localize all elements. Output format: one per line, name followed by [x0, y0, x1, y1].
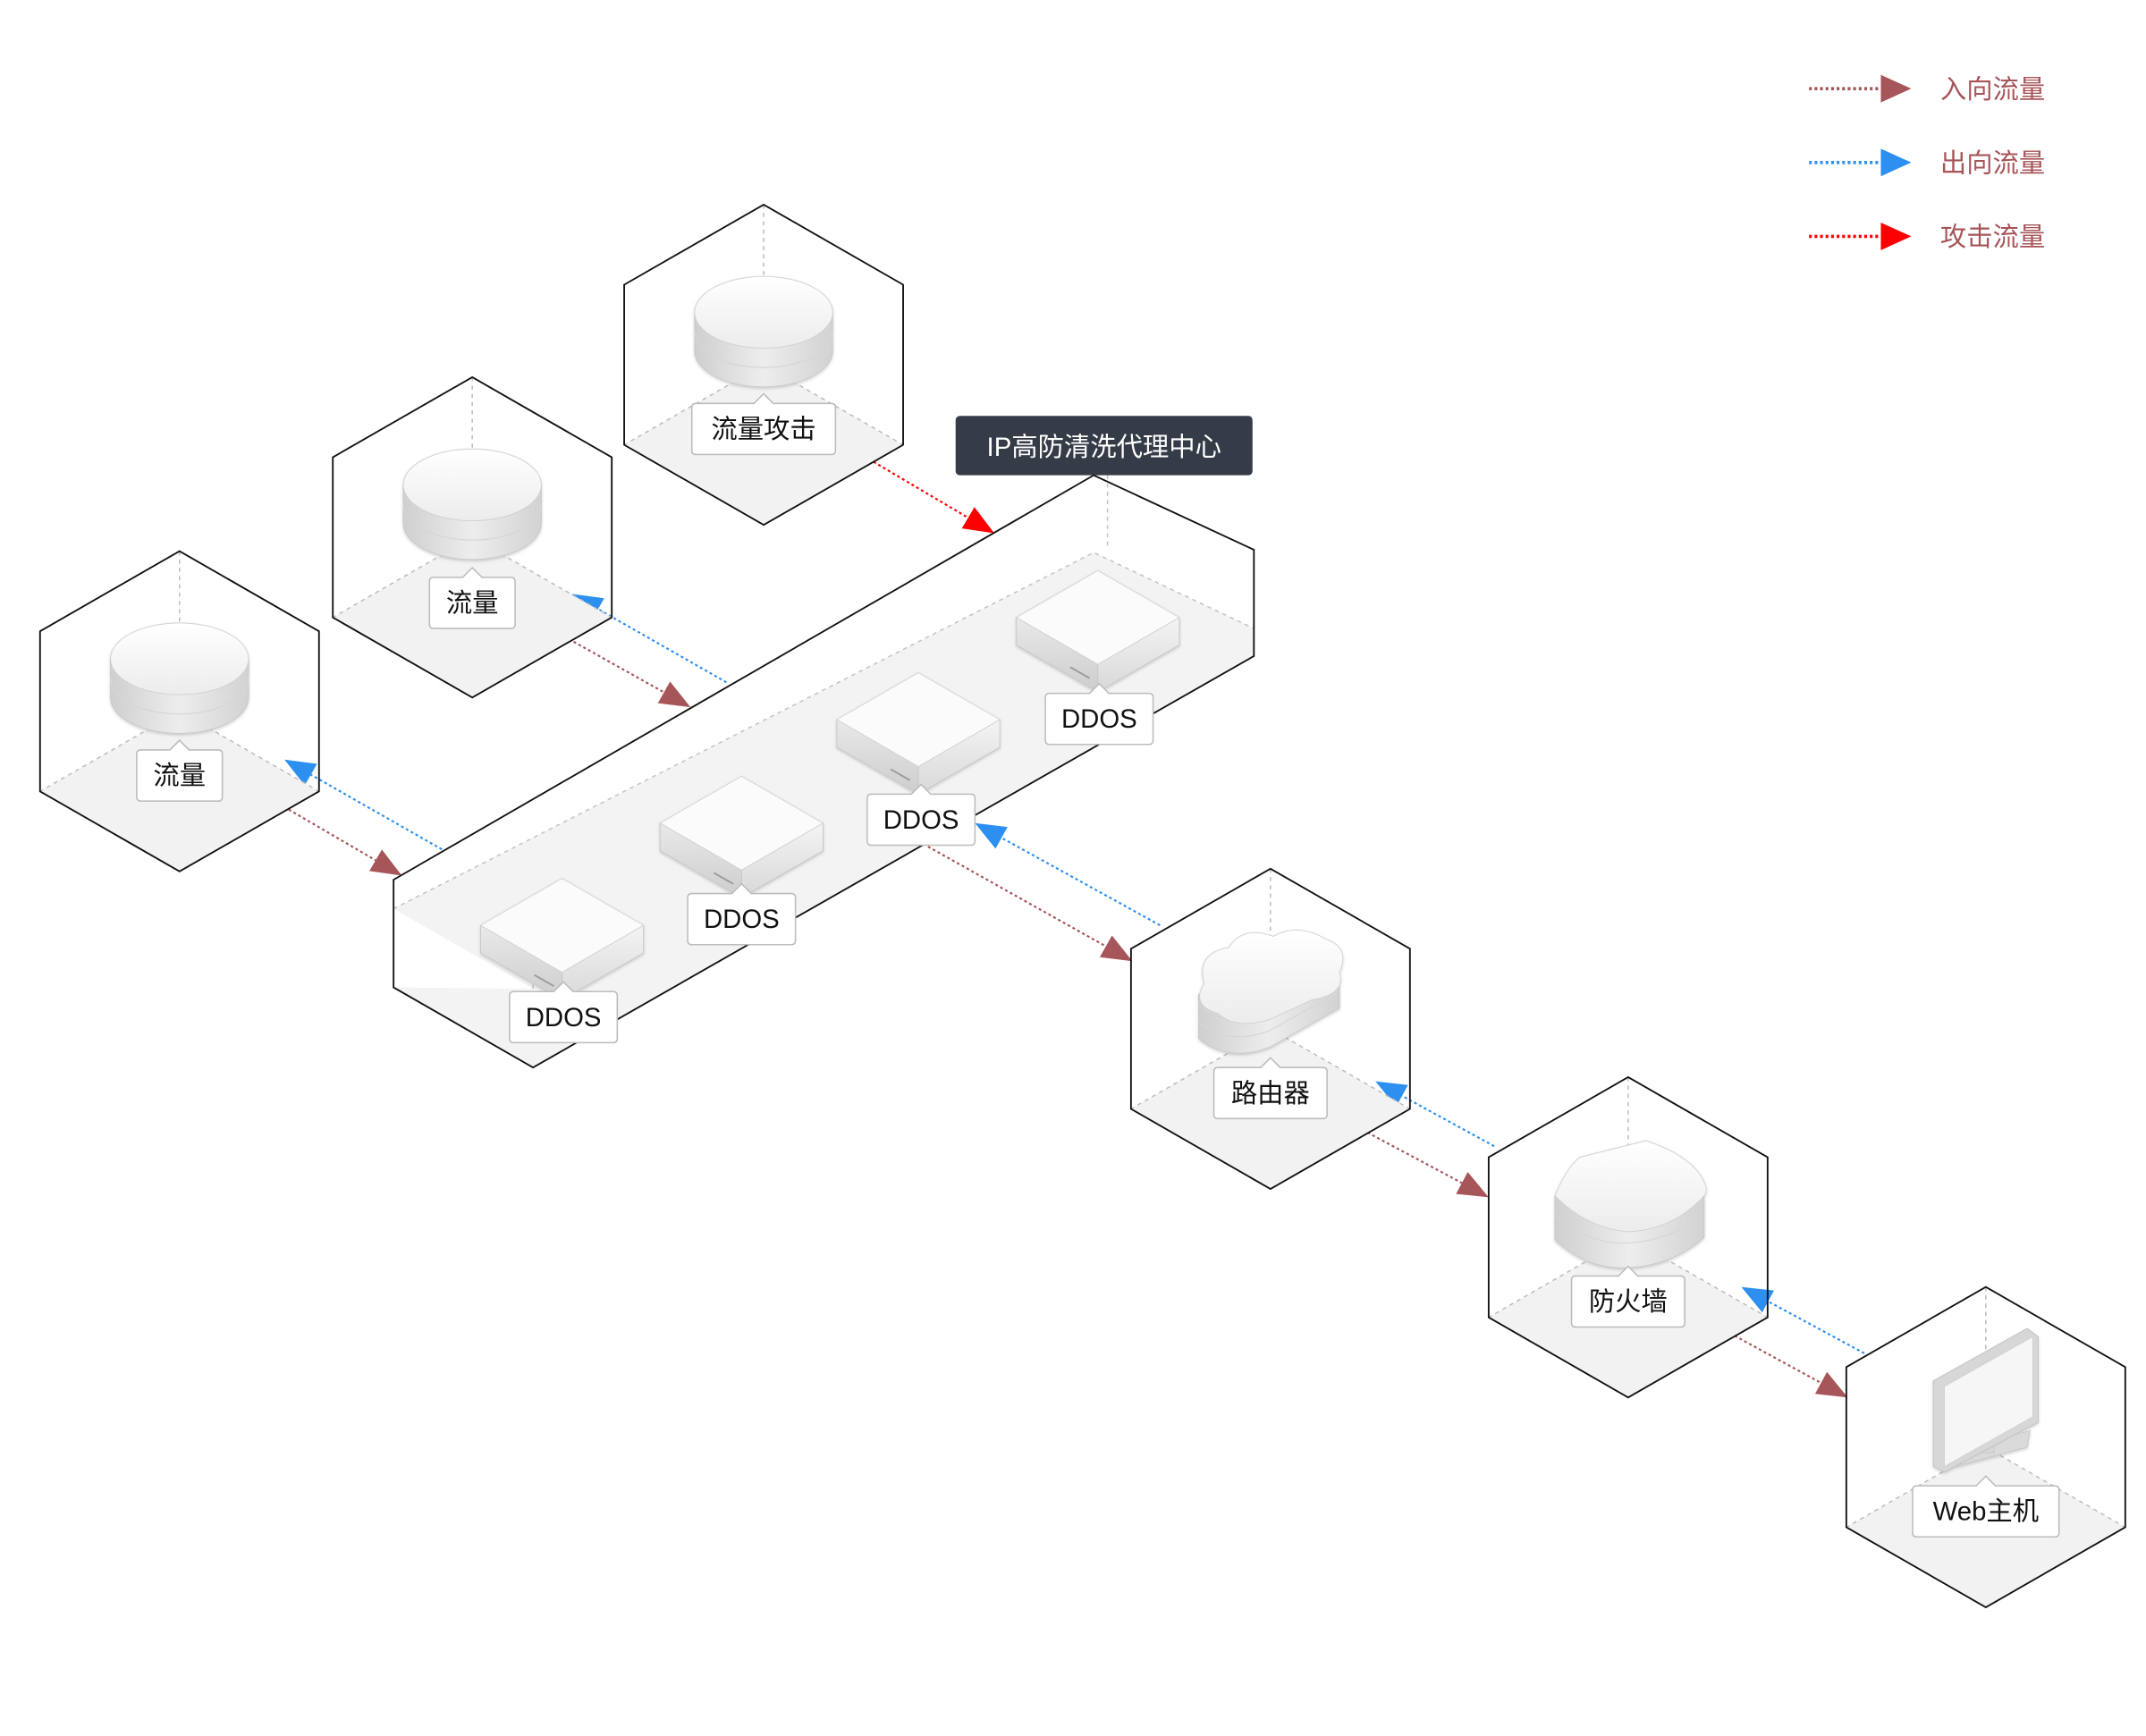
legend-arrowhead-1 — [1880, 148, 1912, 177]
arrow-web-out — [1741, 1286, 1865, 1354]
disk-icon-attack — [694, 275, 833, 388]
arrow-lower-in — [245, 783, 402, 876]
label-ddos-3-text: DDOS — [883, 805, 959, 835]
arrow-attack-in — [834, 438, 994, 534]
label-attack-text: 流量攻击 — [711, 415, 815, 444]
legend-item-1: 出向流量 — [1809, 148, 2045, 179]
cloud-router-icon — [1198, 929, 1344, 1054]
label-traffic-upper-text: 流量 — [446, 589, 499, 619]
shield-firewall-icon — [1554, 1140, 1707, 1268]
legend-label-2: 攻击流量 — [1940, 223, 2045, 252]
label-ddos-3: DDOS — [866, 783, 976, 847]
arrow-lower-out — [284, 759, 443, 851]
arrow-upper-in — [529, 616, 691, 708]
legend-label-0: 入向流量 — [1940, 75, 2045, 105]
ddos-box-icon-1 — [479, 878, 645, 1000]
frames-layer — [38, 203, 2126, 1609]
arrow-firewall-out — [1375, 1081, 1495, 1148]
legend-arrowhead-0 — [1880, 74, 1912, 103]
label-ddos-2: DDOS — [687, 882, 797, 946]
frame-cleaning-center — [393, 474, 1255, 1069]
disk-icon-traffic-lower — [109, 622, 249, 734]
label-ddos-1: DDOS — [509, 981, 619, 1044]
icons-layer — [109, 275, 2039, 1473]
center-title-text: IP高防清洗代理中心 — [987, 433, 1221, 462]
legend-item-2: 攻击流量 — [1809, 222, 2045, 252]
legend-label-1: 出向流量 — [1940, 149, 2045, 179]
center-title-badge: IP高防清洗代理中心 — [955, 416, 1253, 476]
monitor-icon — [1932, 1327, 2039, 1473]
label-router: 路由器 — [1212, 1057, 1328, 1120]
label-ddos-2-text: DDOS — [704, 905, 780, 934]
legend-arrowhead-2 — [1880, 222, 1912, 250]
label-traffic-upper: 流量 — [428, 567, 516, 629]
label-traffic-lower: 流量 — [136, 739, 224, 802]
ddos-box-icon-3 — [836, 672, 1001, 795]
label-ddos-4-text: DDOS — [1061, 704, 1137, 734]
legend-item-0: 入向流量 — [1809, 74, 2045, 105]
label-traffic-lower-text: 流量 — [153, 762, 206, 791]
label-firewall-text: 防火墙 — [1589, 1287, 1668, 1317]
arrow-firewall-in — [1328, 1110, 1489, 1198]
label-router-text: 路由器 — [1231, 1079, 1310, 1108]
ddos-box-icon-4 — [1016, 569, 1180, 693]
disk-icon-traffic-upper — [402, 448, 543, 560]
label-web: Web主机 — [1912, 1475, 2060, 1538]
ddos-box-icon-2 — [659, 775, 824, 898]
arrow-router-out — [975, 822, 1161, 927]
label-ddos-1-text: DDOS — [526, 1003, 602, 1032]
label-ddos-4: DDOS — [1044, 682, 1154, 746]
label-attack: 流量攻击 — [690, 392, 837, 456]
label-web-text: Web主机 — [1933, 1497, 2039, 1527]
label-firewall: 防火墙 — [1570, 1265, 1686, 1328]
arrow-router-in — [927, 846, 1133, 962]
